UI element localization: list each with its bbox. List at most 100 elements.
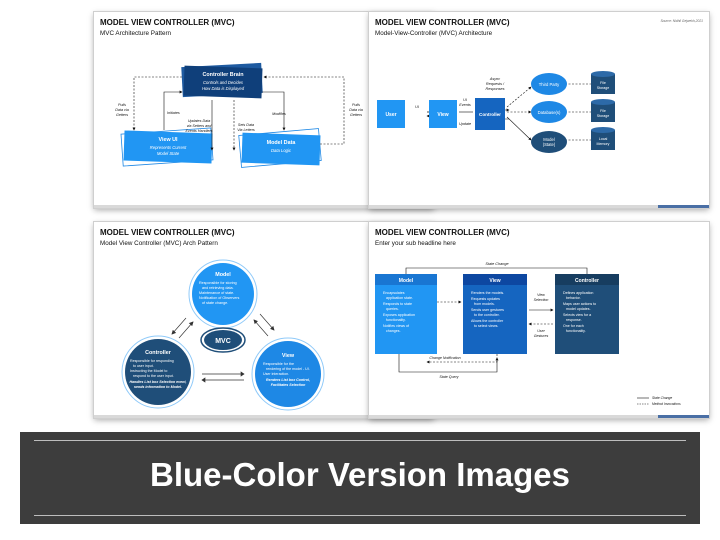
svg-text:Local: Local: [599, 137, 608, 141]
svg-text:Maps user actions to: Maps user actions to: [563, 302, 596, 306]
svg-text:UI: UI: [415, 105, 420, 109]
svg-text:Database(s): Database(s): [538, 110, 561, 115]
node-view: View: [429, 100, 457, 128]
svg-text:Model: Model: [399, 278, 414, 284]
svg-text:Initiates: Initiates: [167, 111, 180, 115]
svg-text:sends information to Model.: sends information to Model.: [134, 385, 182, 389]
svg-text:Via Letters: Via Letters: [237, 128, 255, 132]
slide-mvc-architecture[interactable]: MODEL VIEW CONTROLLER (MVC) Model-View-C…: [369, 12, 709, 208]
controller-circle: Controller Responsible for responding to…: [121, 335, 195, 409]
svg-text:Selects view for a: Selects view for a: [563, 313, 591, 317]
node-controller: Controller: [475, 98, 505, 130]
flow-arrows: [132, 75, 345, 151]
svg-text:Responsible for storing: Responsible for storing: [199, 281, 237, 285]
banner-bottom-rule: [34, 515, 686, 516]
svg-text:Memory: Memory: [597, 142, 610, 146]
svg-text:Notifies views of: Notifies views of: [383, 324, 409, 328]
flow-labels: Pulls Data via Getters Initiates Updates…: [115, 103, 363, 133]
slide-footer-bar: [94, 205, 434, 208]
svg-text:View: View: [282, 353, 295, 359]
svg-text:View: View: [489, 278, 500, 284]
svg-text:Selection: Selection: [534, 298, 549, 302]
view-column: View Renders the models. Requests update…: [463, 274, 527, 354]
view-ui-desc-1: Represents Current: [150, 145, 187, 150]
slide-footer-bar: [94, 415, 434, 418]
svg-text:Allows the controller: Allows the controller: [471, 319, 504, 323]
svg-text:Data via: Data via: [115, 108, 129, 112]
svg-text:Updates Data: Updates Data: [188, 119, 211, 123]
svg-text:Responsible for the: Responsible for the: [263, 362, 294, 366]
banner: Blue-Color Version Images: [20, 432, 700, 524]
svg-text:User: User: [537, 329, 545, 333]
svg-text:Defines application: Defines application: [563, 291, 593, 295]
svg-text:Renders List box Control,: Renders List box Control,: [266, 378, 310, 382]
brain-desc-2: How Data is Displayed: [202, 86, 245, 91]
svg-text:Sets Data: Sets Data: [238, 123, 254, 127]
slide-title: MODEL VIEW CONTROLLER (MVC): [375, 18, 510, 27]
svg-text:Controller: Controller: [575, 278, 599, 284]
banner-top-rule: [34, 440, 686, 441]
controller-column: Controller Defines application behavior.…: [555, 274, 619, 354]
svg-text:and retrieving data.: and retrieving data.: [202, 286, 234, 290]
svg-text:behavior.: behavior.: [566, 296, 581, 300]
svg-text:State Query: State Query: [439, 375, 458, 379]
svg-text:Responds to state: Responds to state: [383, 302, 412, 306]
svg-text:queries.: queries.: [386, 307, 399, 311]
svg-text:changes.: changes.: [386, 329, 401, 333]
model-circle: Model Responsible for storing and retrie…: [188, 259, 258, 329]
node-model-state: Model (State): [531, 131, 567, 153]
svg-text:Instructing the Model to: Instructing the Model to: [130, 369, 167, 373]
svg-text:Getters: Getters: [116, 113, 128, 117]
svg-text:rendering of the model - UI.: rendering of the model - UI.: [266, 367, 310, 371]
slide-footer-bar: [369, 415, 709, 418]
mvc-center-badge: MVC: [200, 327, 246, 353]
svg-text:Third Party: Third Party: [539, 82, 560, 87]
brain-desc-1: Controls and Decides: [203, 80, 244, 85]
svg-text:Storage: Storage: [597, 114, 610, 118]
svg-text:Facilitates Selection: Facilitates Selection: [271, 383, 306, 387]
svg-text:Renders the models.: Renders the models.: [471, 291, 504, 295]
svg-text:Events: Events: [459, 103, 471, 107]
column-arrows: [398, 267, 588, 373]
svg-text:Pulls: Pulls: [118, 103, 126, 107]
mvc-columns-diagram: State Change Model Encapsulates applicat…: [375, 262, 681, 406]
svg-text:One for each: One for each: [563, 324, 584, 328]
svg-text:Sends user gestures: Sends user gestures: [471, 308, 504, 312]
model-data-desc: Data Logic: [271, 148, 292, 153]
svg-text:View: View: [437, 112, 448, 118]
node-local-memory: Local Memory: [591, 127, 615, 150]
svg-text:Data via: Data via: [349, 108, 363, 112]
column-labels: View Selection User Gestures Change Noti…: [429, 293, 548, 379]
svg-text:Update: Update: [459, 122, 471, 126]
controller-brain-box: Controller Brain Controls and Decides Ho…: [181, 62, 263, 99]
svg-text:Gestures: Gestures: [534, 334, 549, 338]
legend: State Change Method Invocations: [637, 396, 681, 406]
svg-text:State Change: State Change: [652, 396, 672, 400]
model-data-title: Model Data: [267, 140, 297, 146]
svg-text:Pulls: Pulls: [352, 103, 360, 107]
banner-title: Blue-Color Version Images: [150, 456, 570, 493]
svg-text:File: File: [600, 109, 606, 113]
model-data-box: Model Data Data Logic: [238, 128, 322, 168]
model-column: Model Encapsulates application state. Re…: [375, 274, 437, 354]
svg-text:UI: UI: [463, 98, 468, 102]
node-user: User: [377, 100, 405, 128]
svg-text:respond to the user input.: respond to the user input.: [133, 374, 174, 378]
svg-text:to the controller.: to the controller.: [474, 313, 500, 317]
view-ui-title: View UI: [158, 137, 178, 143]
svg-text:View: View: [537, 293, 545, 297]
slide-subtitle: Model-View-Controller (MVC) Architecture: [375, 30, 493, 37]
svg-text:Events Handlers: Events Handlers: [185, 129, 212, 133]
svg-text:model updates.: model updates.: [566, 307, 591, 311]
slide-subtitle: Model View Controller (MVC) Arch Pattern: [100, 240, 218, 247]
slide-mvc-columns[interactable]: MODEL VIEW CONTROLLER (MVC) Enter your s…: [369, 222, 709, 418]
svg-text:Getters: Getters: [350, 113, 362, 117]
slide-subtitle: Enter your sub headline here: [375, 240, 456, 247]
svg-text:User interaction.: User interaction.: [263, 372, 289, 376]
slide-title: MODEL VIEW CONTROLLER (MVC): [100, 18, 235, 27]
slide-source: Source: Nidhil Gejwekh,2021: [660, 19, 703, 23]
node-database: Database(s): [531, 101, 567, 123]
svg-text:of state change.: of state change.: [202, 301, 228, 305]
slide-title: MODEL VIEW CONTROLLER (MVC): [100, 228, 235, 237]
svg-text:Exposes application: Exposes application: [383, 313, 415, 317]
